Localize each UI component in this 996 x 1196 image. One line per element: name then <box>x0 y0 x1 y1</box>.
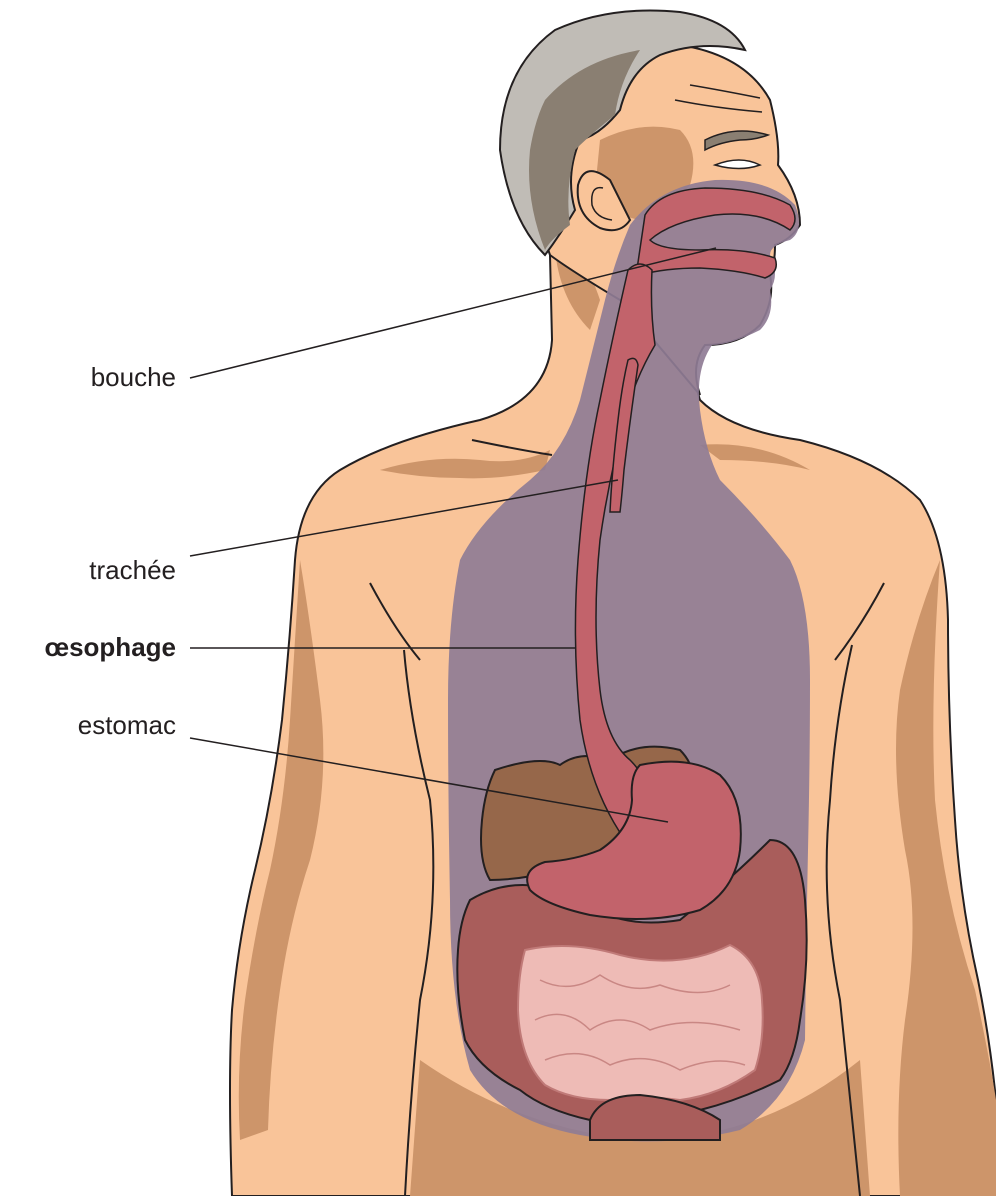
small-intestine <box>518 945 763 1100</box>
label-mouth: bouche <box>0 362 176 393</box>
label-stomach: estomac <box>0 710 176 741</box>
label-esophagus: œsophage <box>0 632 176 663</box>
label-trachea: trachée <box>0 555 176 586</box>
